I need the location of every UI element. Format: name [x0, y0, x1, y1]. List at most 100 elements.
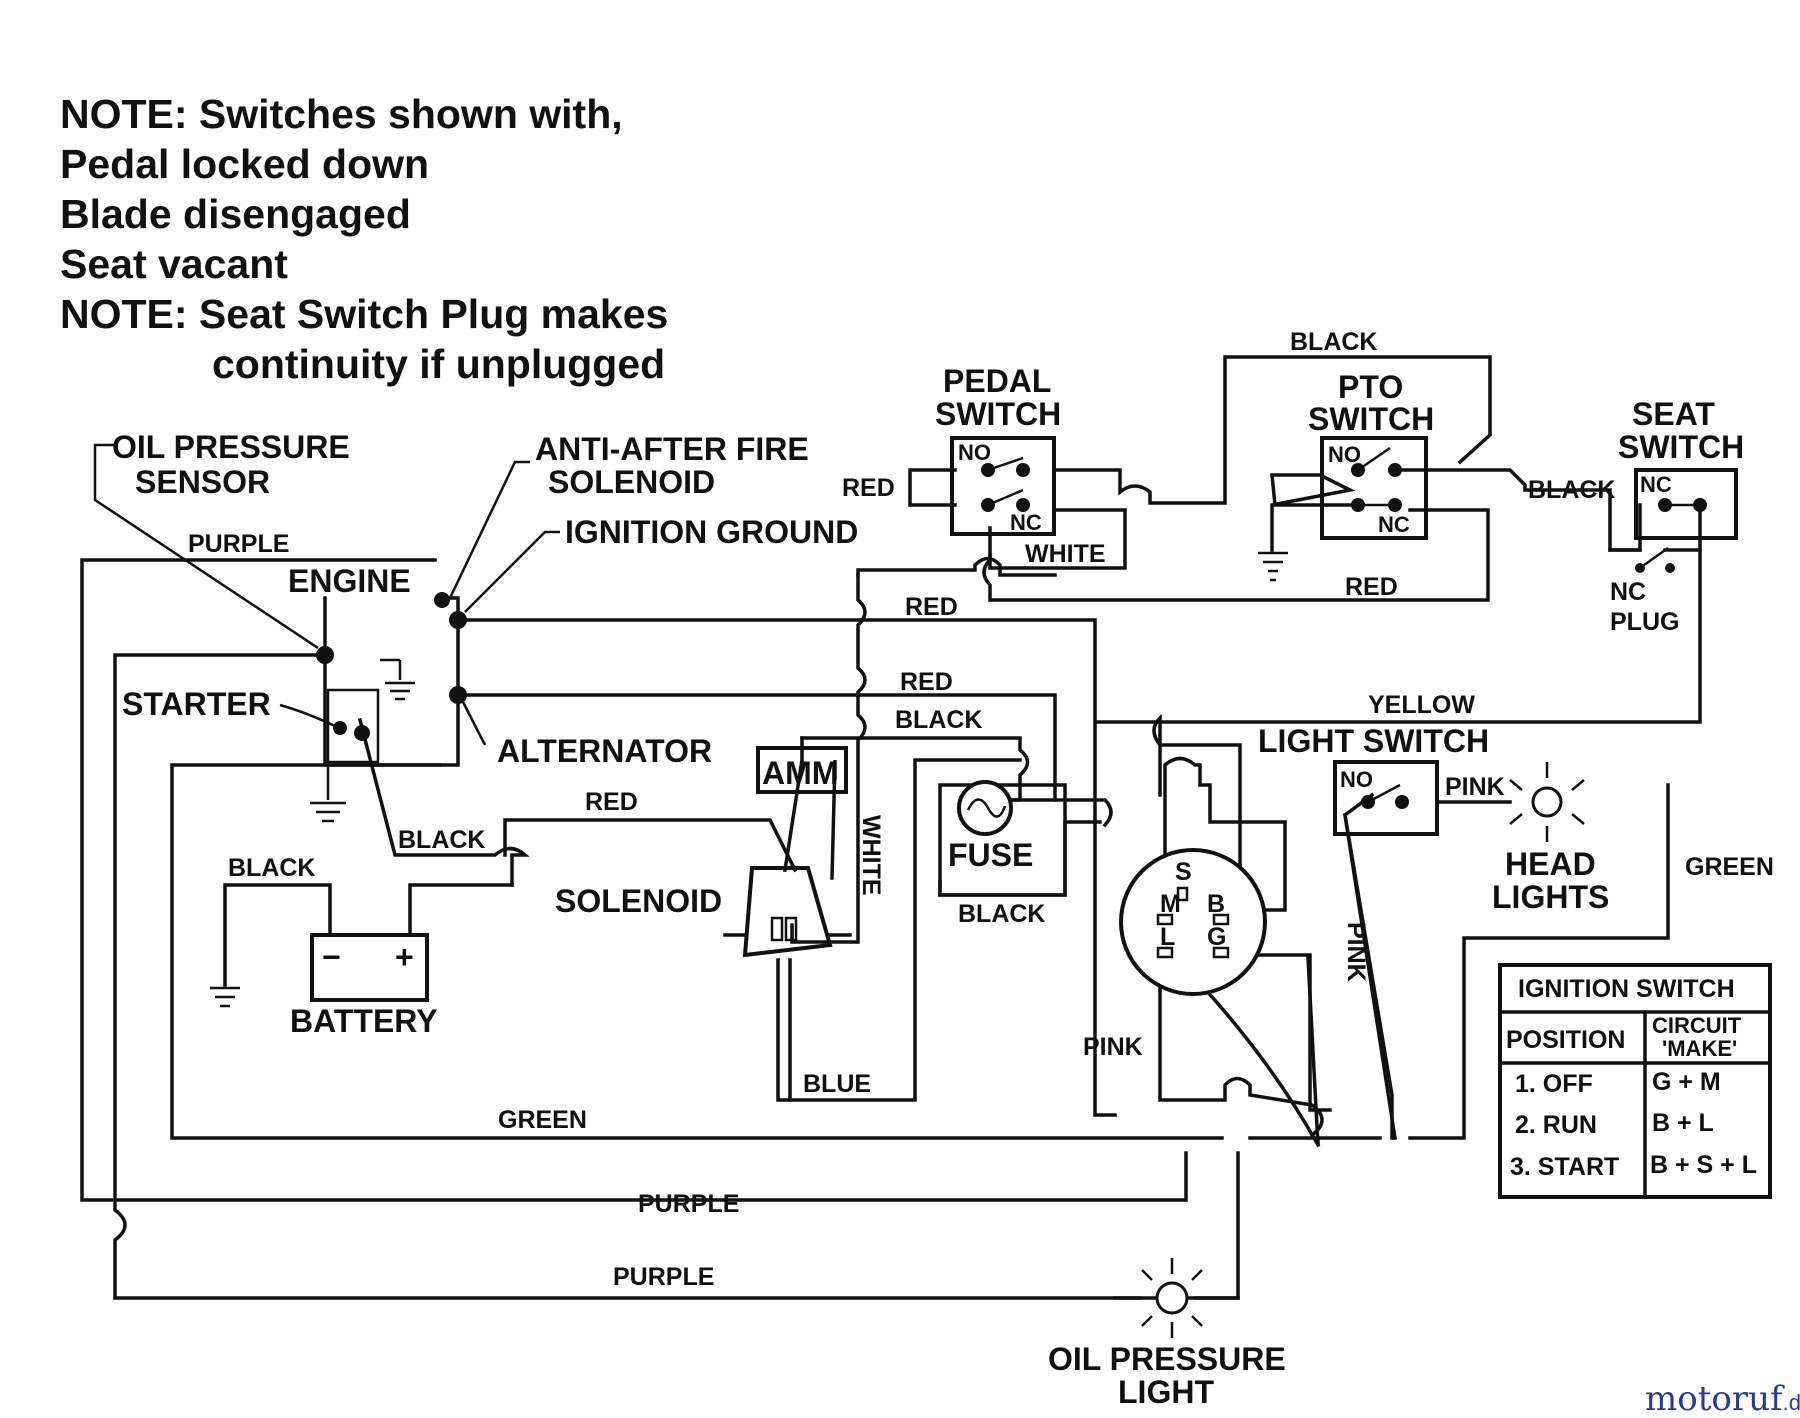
battery-pos-wire [408, 883, 514, 937]
pedal-switch-box [950, 436, 1056, 536]
table-row: 3. START B + S + L [1510, 1151, 1757, 1181]
head-light-bulb-icon [1531, 786, 1563, 818]
red-wire-pedal-return [856, 556, 1057, 577]
seat-switch: NC SEAT SWITCH NC PLUG [1610, 396, 1744, 636]
fuse: FUSE [938, 780, 1067, 897]
pto-switch-title-1: PTO [1338, 369, 1403, 405]
amm-wire-2 [830, 759, 837, 880]
wire-label-red-1: RED [905, 593, 958, 621]
anti-after-fire-label-1: ANTI-AFTER FIRE [535, 431, 809, 467]
row-1-position: 1. OFF [1515, 1070, 1593, 1098]
black-wire-alt [800, 736, 1030, 802]
red-wire-2 [456, 693, 1057, 802]
anti-after-fire-label-2: SOLENOID [548, 464, 715, 500]
wire-label-red-solenoid: RED [585, 788, 638, 816]
row-3-circuit: B + S + L [1650, 1151, 1757, 1179]
row-1-circuit: G + M [1652, 1068, 1721, 1096]
wire-label-blue: BLUE [803, 1070, 871, 1098]
battery-neg-label: − [322, 939, 341, 975]
watermark-text-1: motoruf [1645, 1379, 1785, 1418]
wire-label-white-vertical: WHITE [857, 815, 885, 896]
purple-wire-outer [80, 558, 1188, 1202]
battery-ground-icon [210, 986, 240, 1008]
note-line-2: Pedal locked down [60, 141, 429, 187]
seat-switch-title-2: SWITCH [1618, 429, 1744, 465]
light-switch: NO LIGHT SWITCH [1258, 723, 1512, 836]
amm-wire [783, 736, 804, 872]
fuse-ign-wire [998, 798, 1113, 828]
seat-nc-label: NC [1640, 472, 1672, 497]
red-wire-1 [456, 618, 1117, 1117]
ignition-ground-label: IGNITION GROUND [565, 514, 858, 550]
wire-label-yellow: YELLOW [1368, 691, 1475, 719]
note-line-1: NOTE: Switches shown with, [60, 91, 623, 137]
seat-switch-title-1: SEAT [1632, 396, 1715, 432]
pedal-switch: NO NC PEDAL SWITCH [935, 363, 1061, 536]
fuse-icon [957, 780, 1013, 836]
wire-label-black-mid: BLACK [895, 706, 983, 734]
oil-light-label-1: OIL PRESSURE [1048, 1341, 1286, 1377]
engine-area: ENGINE STARTER OIL PRESSURE SE [93, 429, 858, 823]
green-wire-right [1248, 783, 1670, 1140]
oil-pressure-light: OIL PRESSURE LIGHT [1048, 1258, 1286, 1410]
ign-s-wire [1163, 756, 1287, 912]
ignition-switch-body [1119, 848, 1267, 996]
solenoid-label: SOLENOID [555, 883, 722, 919]
note-line-6: continuity if unplugged [212, 341, 665, 387]
fuse-label: FUSE [948, 837, 1033, 873]
starter-box [326, 688, 380, 764]
pedal-no-label: NO [958, 440, 991, 465]
row-2-circuit: B + L [1652, 1109, 1714, 1137]
anti-after-fire-dot [449, 611, 467, 629]
pedal-nc-label: NC [1010, 510, 1042, 535]
wires [80, 355, 1702, 1300]
svg-text:motoruf.de: motoruf.de [1645, 1379, 1800, 1418]
pto-switch: NO NC PTO SWITCH [1308, 369, 1434, 540]
battery-label: BATTERY [290, 1003, 438, 1039]
note-line-4: Seat vacant [60, 241, 288, 287]
oil-light-bulb-icon [1155, 1281, 1189, 1315]
watermark-logo: motoruf.de [1645, 1379, 1800, 1418]
ign-b-wire [1096, 713, 1242, 917]
pto-no-label: NO [1328, 442, 1361, 467]
head-lights-label-1: HEAD [1505, 846, 1596, 882]
wire-label-purple-top: PURPLE [188, 530, 289, 558]
oil-sensor-label-1: OIL PRESSURE [112, 429, 350, 465]
ign-s-label: S [1175, 858, 1192, 886]
alternator-dot [449, 686, 467, 704]
nc-plug-label-1: NC [1610, 578, 1646, 606]
oil-sensor-dot [316, 646, 334, 664]
green-wire [170, 763, 1224, 1140]
pto-switch-box [1320, 436, 1428, 540]
battery-box [310, 933, 429, 1002]
ammeter-label: AMM [762, 755, 838, 791]
starter-label: STARTER [122, 686, 271, 722]
wire-label-green-bottom: GREEN [498, 1106, 587, 1134]
ign-b-label: B [1207, 890, 1225, 918]
wire-label-purple-1: PURPLE [638, 1190, 739, 1218]
oil-light-label-2: LIGHT [1118, 1374, 1214, 1410]
purple-to-oil-light [1193, 1151, 1240, 1300]
purple-wire-inner [113, 653, 1142, 1300]
battery: − + BATTERY [210, 933, 438, 1039]
ignition-switch: S M L B G [1119, 848, 1267, 996]
ignition-table-frame [1498, 963, 1772, 1199]
light-no-label: NO [1340, 767, 1373, 792]
red-solenoid-wire [503, 818, 798, 873]
wire-label-red-pedal: RED [842, 474, 895, 502]
wire-label-black-battery: BLACK [228, 854, 316, 882]
seat-switch-box [1634, 468, 1738, 540]
pink-wire-lower [1158, 968, 1324, 1138]
pto-switch-title-2: SWITCH [1308, 401, 1434, 437]
wire-label-red-pto: RED [1345, 573, 1398, 601]
wire-label-pink-ign: PINK [1083, 1033, 1143, 1061]
blue-wire [776, 758, 1022, 1102]
table-row: 1. OFF G + M [1515, 1068, 1721, 1098]
note-line-3: Blade disengaged [60, 191, 411, 237]
red-pedal-to-pto [982, 508, 1490, 602]
wire-label-purple-2: PURPLE [613, 1263, 714, 1291]
pedal-switch-title-2: SWITCH [935, 396, 1061, 432]
light-switch-title: LIGHT SWITCH [1258, 723, 1489, 759]
solenoid-body [742, 866, 833, 958]
